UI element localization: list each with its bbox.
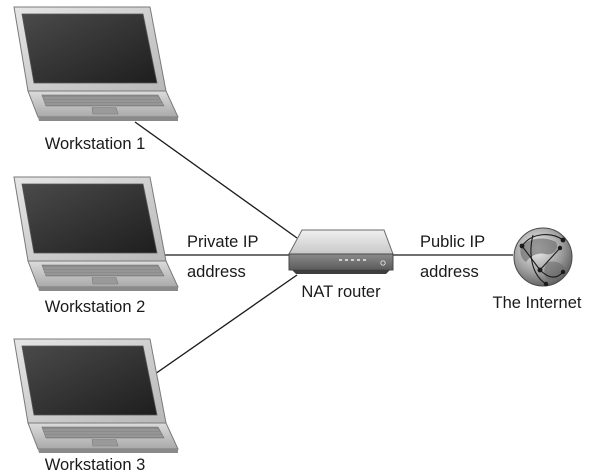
connections <box>131 121 513 391</box>
public-ip-line1: Public IP <box>420 233 486 251</box>
router-icon <box>288 229 394 274</box>
laptop-icon <box>13 176 179 292</box>
workstation-2-label: Workstation 2 <box>44 298 146 316</box>
private-ip-line2: address <box>187 263 246 281</box>
link-workstation-3 <box>131 274 298 391</box>
link-workstation-1 <box>134 121 298 239</box>
workstation-3-label: Workstation 3 <box>44 456 146 474</box>
private-ip-line1: Private IP <box>187 233 259 251</box>
internet-label: The Internet <box>492 294 582 312</box>
laptop-icon <box>13 6 179 122</box>
router-label: NAT router <box>301 283 381 301</box>
workstation-1-label: Workstation 1 <box>44 135 146 153</box>
globe-icon <box>513 227 573 287</box>
laptop-icon <box>13 338 179 454</box>
public-ip-line2: address <box>420 263 479 281</box>
